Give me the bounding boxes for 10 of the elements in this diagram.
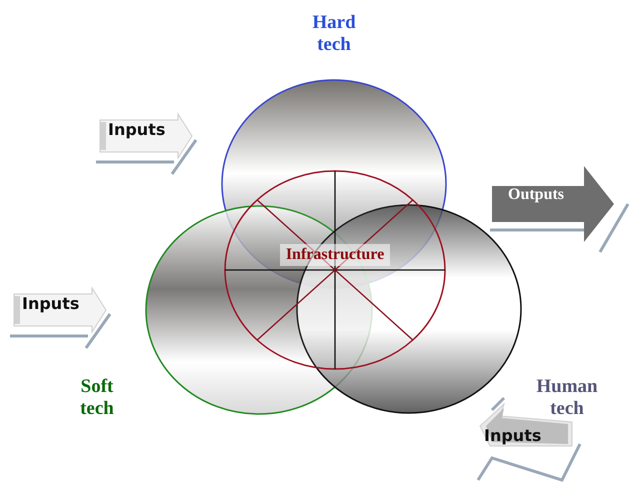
circle-heading: Human tech	[535, 376, 599, 420]
arrow-label: Inputs	[484, 426, 542, 445]
input-arrow	[10, 286, 114, 352]
input-arrow	[96, 112, 198, 178]
circle-heading: Hard tech	[311, 12, 357, 56]
arrow-label: Inputs	[108, 120, 166, 139]
arrow-label: Outputs	[508, 186, 564, 204]
circle-heading: Soft tech	[79, 376, 115, 420]
arrow-label: Inputs	[22, 294, 80, 313]
circle-label: Infrastructure	[280, 244, 390, 266]
